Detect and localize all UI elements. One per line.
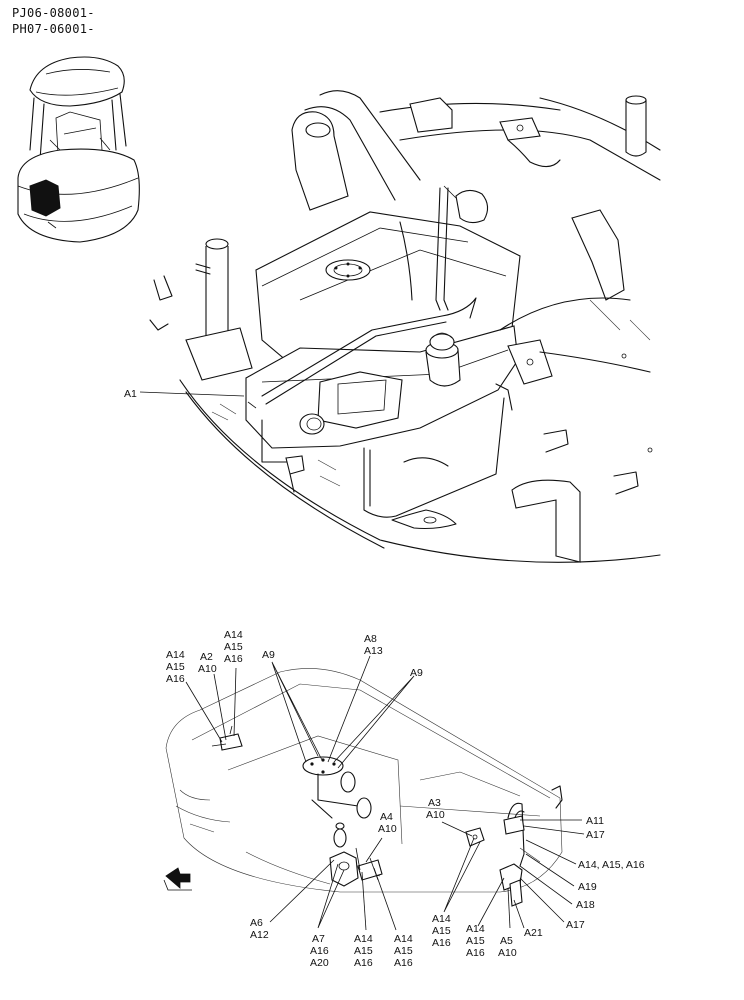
serial-range-2: PH07-06001- (12, 22, 95, 36)
callout-a15-lower-mid: A15 (466, 935, 485, 947)
callout-a4: A4 (380, 811, 393, 823)
callout-a18: A18 (576, 899, 595, 911)
callout-a9-right: A9 (410, 667, 423, 679)
callout-a16-mid-left: A16 (354, 957, 373, 969)
callout-a12: A12 (250, 929, 269, 941)
callout-a6: A6 (250, 917, 263, 929)
callout-a14-mid-left: A14 (354, 933, 373, 945)
callout-a14-lower-mid: A14 (466, 923, 485, 935)
callout-a17-upper: A17 (586, 829, 605, 841)
callout-a15-mid-left: A15 (354, 945, 373, 957)
callout-a15-top: A15 (224, 641, 243, 653)
front-direction-arrow-icon (163, 867, 192, 891)
fuel-tank-assembly-view: A1 (124, 90, 661, 563)
callout-a16-top: A16 (224, 653, 243, 665)
callout-a17-lower: A17 (566, 919, 585, 931)
callout-a5: A5 (500, 935, 513, 947)
callout-a20: A20 (310, 957, 329, 969)
callout-a16-lower-left: A16 (432, 937, 451, 949)
callout-a19: A19 (578, 881, 597, 893)
callout-a9-left: A9 (262, 649, 275, 661)
callout-a2: A2 (200, 651, 213, 663)
callout-a16-mid-right: A16 (394, 957, 413, 969)
tank-fittings-detail-view: A14 A15 A16 A2 A10 A14 A15 A16 A9 A8 A13… (163, 629, 645, 969)
callout-a21: A21 (524, 927, 543, 939)
callout-a13: A13 (364, 645, 383, 657)
callout-a1: A1 (124, 388, 137, 400)
serial-range-1: PJ06-08001- (12, 6, 95, 20)
callout-a16-lower-mid: A16 (466, 947, 485, 959)
callout-a10-a3: A10 (426, 809, 445, 821)
callout-a14-mid-right: A14 (394, 933, 413, 945)
callout-a14-left-1: A14 (166, 649, 185, 661)
callout-a8: A8 (364, 633, 377, 645)
callout-a10-a5: A10 (498, 947, 517, 959)
callout-a16-left-1: A16 (166, 673, 185, 685)
callout-a15-mid-right: A15 (394, 945, 413, 957)
callout-a7: A7 (312, 933, 325, 945)
callout-a15-left-1: A15 (166, 661, 185, 673)
callout-a10-top: A10 (198, 663, 217, 675)
callout-a11: A11 (586, 815, 604, 827)
callout-a14-top: A14 (224, 629, 243, 641)
callout-a3: A3 (428, 797, 441, 809)
callout-a15-lower-left: A15 (432, 925, 451, 937)
callout-a10-a4: A10 (378, 823, 397, 835)
callout-a14-lower-left: A14 (432, 913, 451, 925)
callout-a14-a15-a16-inline: A14, A15, A16 (578, 859, 645, 871)
machine-locator-thumbnail (17, 56, 140, 243)
callout-a16-a7: A16 (310, 945, 329, 957)
